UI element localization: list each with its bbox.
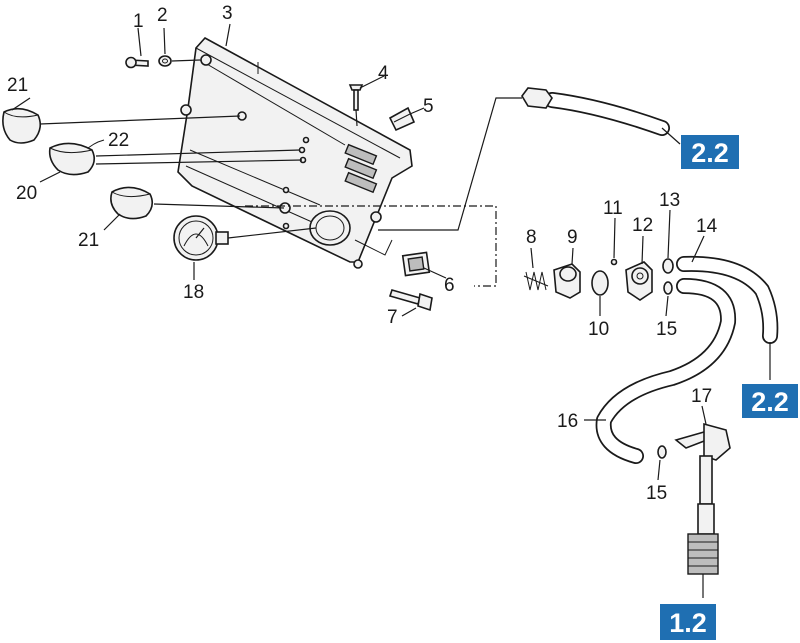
callout-18: 18 (183, 282, 204, 303)
knob-part-21-bottom (110, 186, 154, 220)
callout-2: 2 (157, 5, 168, 26)
callout-8: 8 (526, 227, 537, 248)
clamp-part-15-lower (657, 445, 667, 459)
spring-part-22 (87, 139, 105, 149)
callout-labels: 1 2 3 4 5 6 7 8 9 10 11 12 13 14 15 15 1… (7, 3, 718, 504)
callout-11: 11 (603, 198, 623, 219)
screw-part-7 (388, 289, 433, 312)
spring-part-8 (523, 271, 549, 291)
callout-15-upper: 15 (656, 319, 677, 340)
callout-9: 9 (567, 227, 578, 248)
callout-20: 20 (16, 183, 37, 204)
callout-17: 17 (691, 386, 712, 407)
ref-label-bottom: 1.2 (669, 608, 707, 638)
callout-14: 14 (696, 216, 718, 237)
callout-5: 5 (423, 96, 434, 117)
valve-part-9 (553, 263, 581, 299)
connector-part-12 (625, 261, 653, 301)
hose-part-16 (595, 278, 737, 464)
switch-part-6 (401, 251, 431, 277)
callout-21-top: 21 (7, 75, 28, 96)
hose-part-14 (676, 255, 779, 344)
clamp-part-15-upper (663, 281, 673, 295)
callout-4: 4 (378, 63, 389, 84)
washer-part-2 (158, 55, 172, 67)
callout-21-bottom: 21 (78, 230, 99, 251)
knob-part-20 (48, 142, 96, 176)
ref-label-right: 2.2 (751, 387, 789, 417)
ref-box-right[interactable]: 2.2 (742, 384, 798, 418)
ball-part-11 (610, 258, 618, 266)
ref-label-top: 2.2 (691, 138, 729, 168)
clamp-part-13 (662, 258, 674, 274)
o-ring-part-10 (591, 270, 609, 296)
callout-12: 12 (632, 215, 653, 236)
callout-13: 13 (659, 190, 680, 211)
screw-part-4 (348, 84, 364, 111)
hose-to-ref-top (521, 87, 681, 145)
knob-part-21-top (2, 107, 42, 144)
callout-22: 22 (108, 130, 129, 151)
callout-15-lower: 15 (646, 483, 667, 504)
callout-1: 1 (133, 11, 144, 32)
clip-part-5 (388, 106, 416, 132)
pressure-gauge-part-18 (173, 215, 229, 261)
callout-10: 10 (588, 319, 609, 340)
screw-part-1 (125, 56, 149, 69)
callout-3: 3 (222, 3, 233, 24)
ref-box-bottom[interactable]: 1.2 (660, 604, 716, 640)
callout-16: 16 (557, 411, 578, 432)
suction-pipe-part-17 (674, 422, 731, 575)
callout-7: 7 (387, 307, 398, 328)
ref-box-top[interactable]: 2.2 (681, 135, 739, 169)
callout-6: 6 (444, 275, 455, 296)
